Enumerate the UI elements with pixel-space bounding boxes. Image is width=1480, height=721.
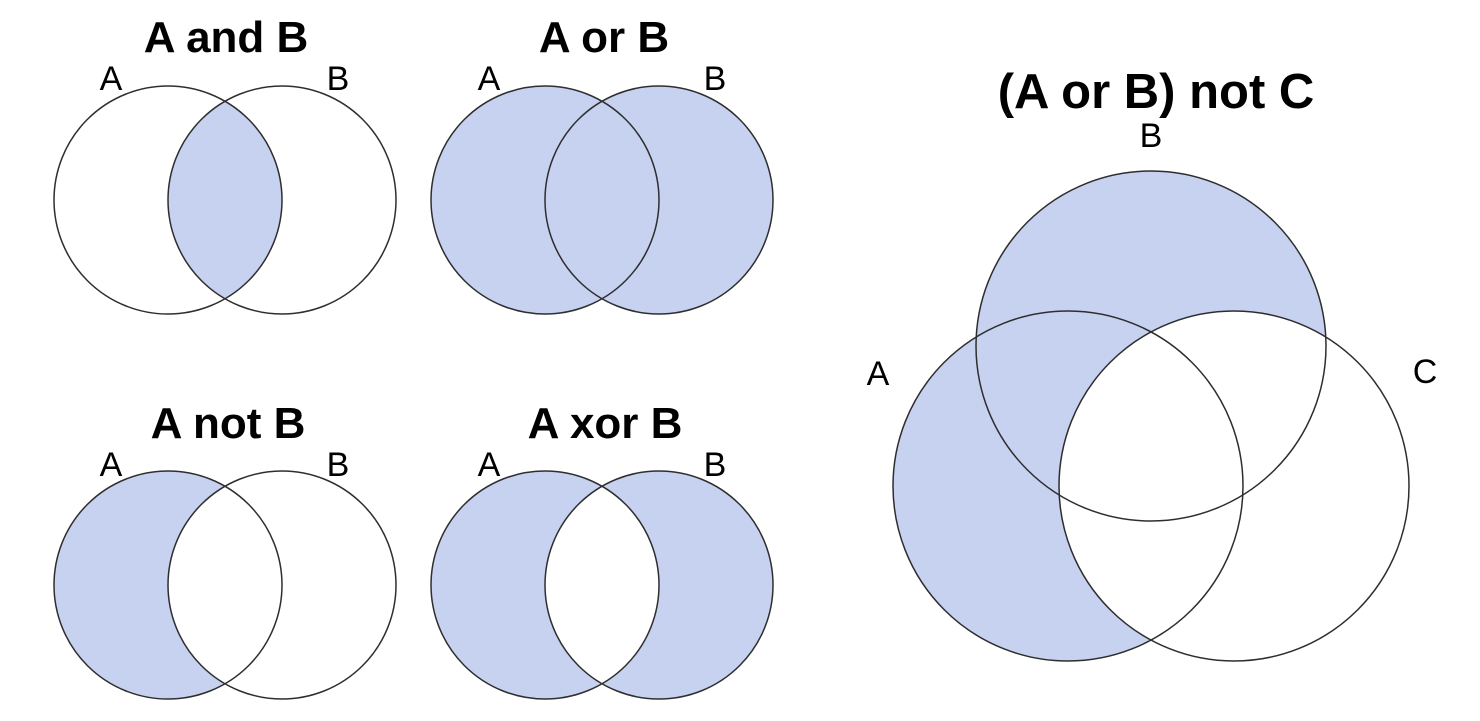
circle-b-outline (975, 170, 1327, 522)
circle-b-label: B (704, 60, 727, 98)
venn-a-or-b: A or B A B (430, 13, 774, 315)
circle-b-label: B (327, 60, 350, 98)
circle-a-label: A (478, 60, 501, 98)
circle-a-label: A (867, 355, 890, 393)
shaded-intersection-region (168, 86, 282, 314)
circle-a-outline (892, 310, 1244, 662)
circle-a-outline (53, 85, 283, 315)
circle-b-label: B (327, 446, 350, 484)
diagram-title: A not B (151, 399, 306, 448)
circle-a-outline (430, 85, 660, 315)
white-intersection-mask (545, 471, 659, 699)
circle-a-label: A (100, 446, 123, 484)
diagram-title: A or B (539, 13, 669, 62)
circle-b-outline (167, 85, 397, 315)
circle-a-outline (430, 470, 660, 700)
venn-a-or-b-not-c: (A or B) not C B A C (867, 65, 1438, 662)
circle-c-label: C (1413, 353, 1438, 391)
circle-a-label: A (100, 60, 123, 98)
circle-b-outline (167, 470, 397, 700)
diagram-title: A and B (144, 13, 309, 62)
diagram-title: (A or B) not C (998, 65, 1315, 119)
venn-a-not-b: A not B A B (53, 399, 397, 700)
circle-c-outline (1058, 310, 1410, 662)
circle-a-label: A (478, 446, 501, 484)
circle-b-label: B (704, 446, 727, 484)
venn-a-xor-b: A xor B A B (430, 399, 774, 700)
circle-a-outline (53, 470, 283, 700)
circle-b-outline (544, 470, 774, 700)
venn-a-and-b: A and B A B (53, 13, 397, 315)
diagram-title: A xor B (528, 399, 683, 448)
circle-b-outline (544, 85, 774, 315)
white-circle-c-mask (1059, 311, 1409, 661)
circle-b-label: B (1140, 117, 1163, 155)
